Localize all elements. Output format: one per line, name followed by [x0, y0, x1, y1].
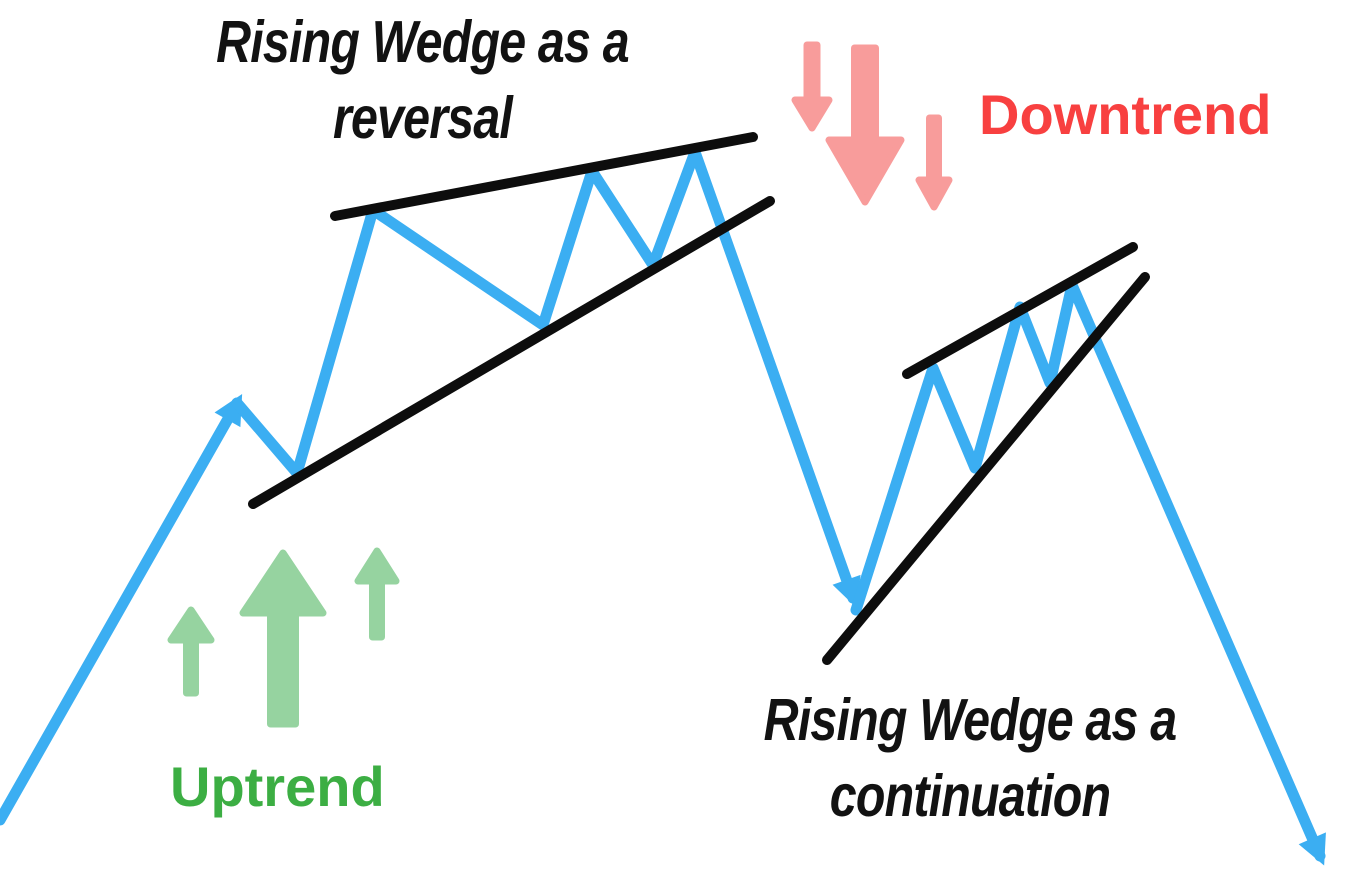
continuation-lower-trendline	[822, 272, 1150, 665]
trendlines-group	[248, 132, 1150, 665]
continuation-wedge-title-line2: continuation	[829, 763, 1111, 829]
uptrend-label: Uptrend	[170, 755, 385, 818]
reversal-wedge-title-line1: Rising Wedge as a	[216, 9, 629, 75]
uptrend-arrow-small-left-icon	[167, 606, 215, 697]
reversal-wedge-title-line2: reversal	[332, 85, 513, 151]
block-arrows-group	[167, 41, 953, 728]
reversal-wedge-zigzag-arrow	[231, 146, 861, 608]
continuation-wedge-title-line1: Rising Wedge as a	[763, 687, 1177, 753]
downtrend-arrow-small-left-icon	[791, 41, 833, 132]
downtrend-arrow-small-right-icon	[915, 114, 953, 211]
continuation-wedge-title: Rising Wedge as a continuation	[740, 682, 1199, 834]
reversal-upper-trendline	[330, 132, 758, 221]
uptrend-arrow-small-right-icon	[354, 547, 400, 641]
continuation-upper-trendline	[902, 242, 1138, 379]
reversal-wedge-title: Rising Wedge as a reversal	[187, 4, 659, 156]
downtrend-label: Downtrend	[979, 83, 1272, 146]
uptrend-arrow-large-icon	[239, 549, 327, 728]
reversal-lower-trendline	[248, 196, 775, 509]
downtrend-arrow-large-icon	[825, 44, 905, 206]
initial-uptrend-rally-arrow	[0, 393, 243, 826]
